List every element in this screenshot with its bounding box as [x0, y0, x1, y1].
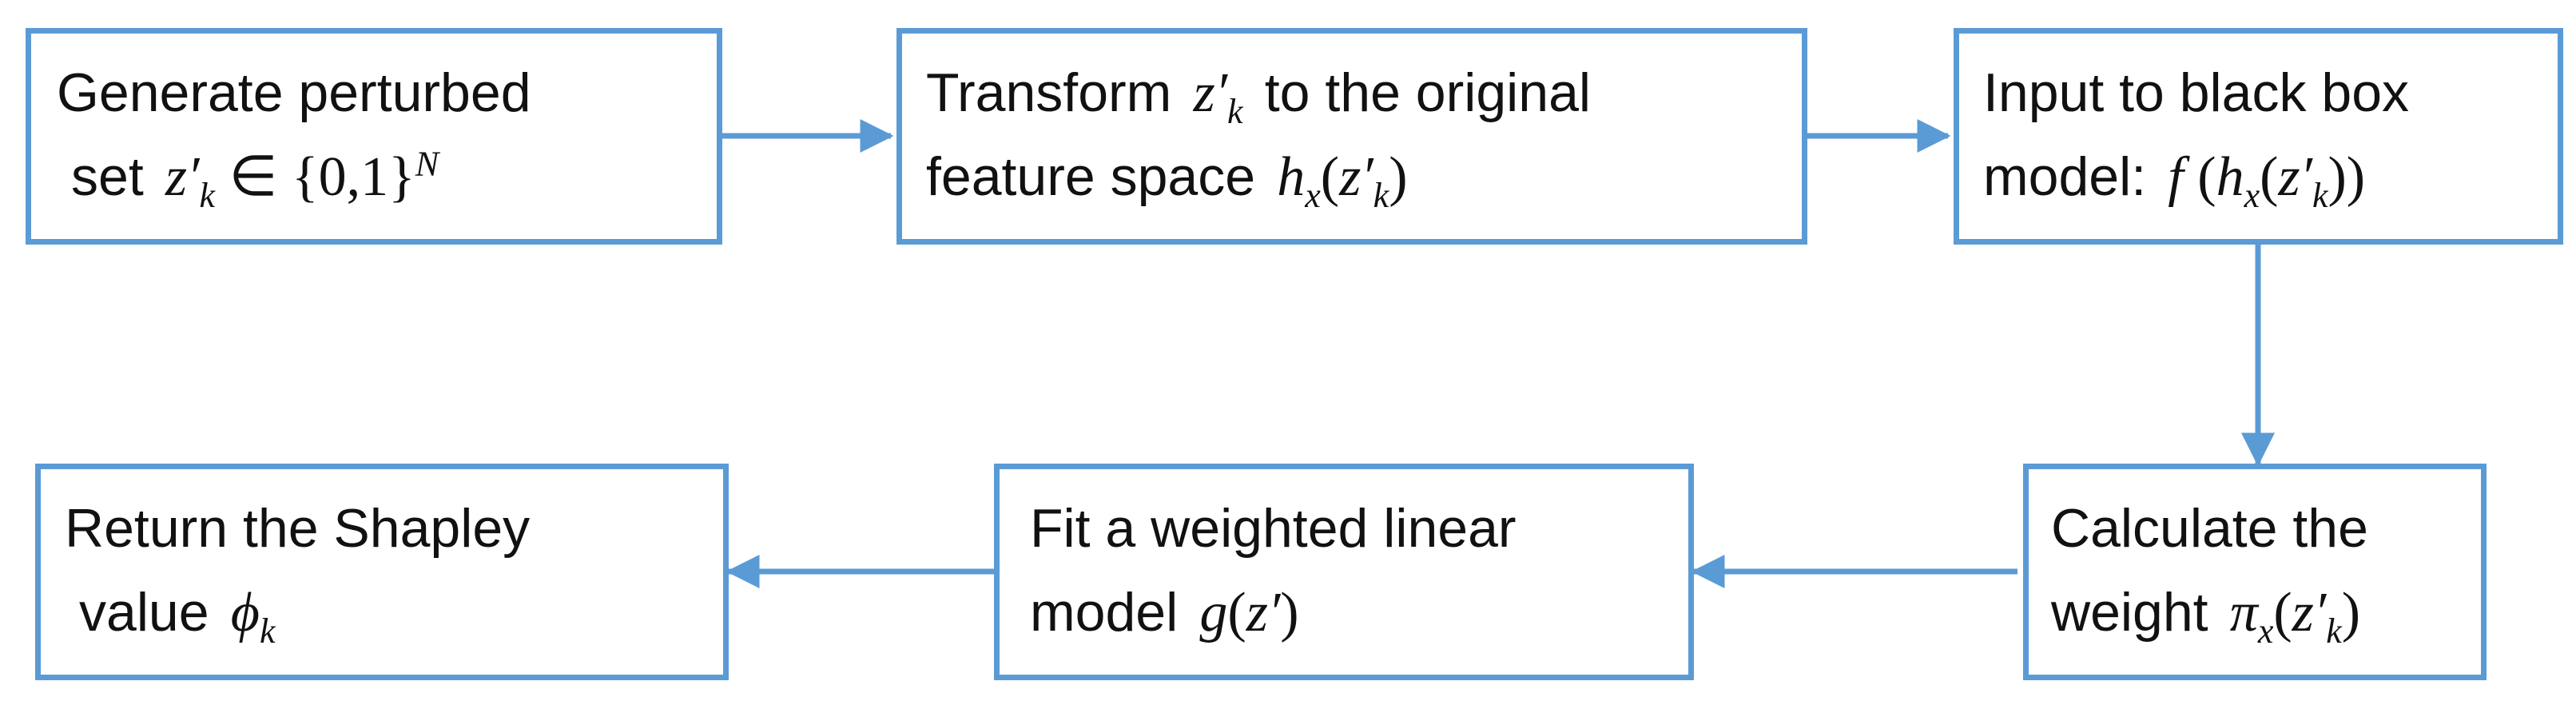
node-generate-text-1: Generate perturbed	[57, 62, 531, 123]
node-generate-line-1: Generate perturbed	[57, 66, 531, 120]
node-transform-text-1b: to the original	[1264, 62, 1592, 123]
node-calculate-weight: Calculate the weight πx(z′k)	[2023, 464, 2487, 680]
node-transform-text-1a: Transform	[926, 62, 1172, 123]
node-fit-formula: g(z′)	[1199, 582, 1299, 643]
node-blackbox-formula: f (hx(z′k))	[2168, 146, 2366, 215]
node-shapley-formula: ϕk	[230, 582, 276, 651]
node-fit-linear-model: Fit a weighted linear model g(z′)	[994, 464, 1694, 680]
node-transform-text-2: feature space	[926, 146, 1256, 207]
node-weight-line-2: weight πx(z′k)	[2051, 582, 2361, 651]
node-weight-formula: πx(z′k)	[2229, 582, 2361, 651]
node-transform-formula-1: z′k	[1193, 62, 1243, 131]
node-shapley-text-1: Return the Shapley	[65, 498, 531, 559]
node-fit-text-1: Fit a weighted linear	[1030, 498, 1517, 559]
node-shapley-line-1: Return the Shapley	[65, 501, 530, 556]
node-weight-text-2: weight	[2051, 582, 2208, 643]
node-blackbox-text-1: Input to black box	[1983, 62, 2410, 123]
node-generate-formula: z′k ∈ {0,1}N	[165, 144, 439, 215]
node-fit-line-1: Fit a weighted linear	[1030, 501, 1517, 556]
node-generate-text-2: set	[71, 146, 144, 207]
node-transform-line-2: feature space hx(z′k)	[926, 146, 1408, 215]
node-black-box-model: Input to black box model: f (hx(z′k))	[1954, 28, 2563, 245]
node-generate-line-2: set z′k ∈ {0,1}N	[71, 144, 439, 215]
node-generate-perturbed-set: Generate perturbed set z′k ∈ {0,1}N	[26, 28, 722, 245]
node-fit-text-2: model	[1030, 582, 1179, 643]
node-blackbox-line-2: model: f (hx(z′k))	[1983, 146, 2366, 215]
node-weight-line-1: Calculate the	[2051, 501, 2368, 556]
node-weight-text-1: Calculate the	[2051, 498, 2368, 559]
node-shapley-text-2: value	[79, 582, 209, 643]
node-blackbox-text-2: model:	[1983, 146, 2147, 207]
node-transform-formula-2: hx(z′k)	[1277, 146, 1408, 215]
node-fit-line-2: model g(z′)	[1030, 585, 1299, 641]
node-blackbox-line-1: Input to black box	[1983, 66, 2409, 120]
